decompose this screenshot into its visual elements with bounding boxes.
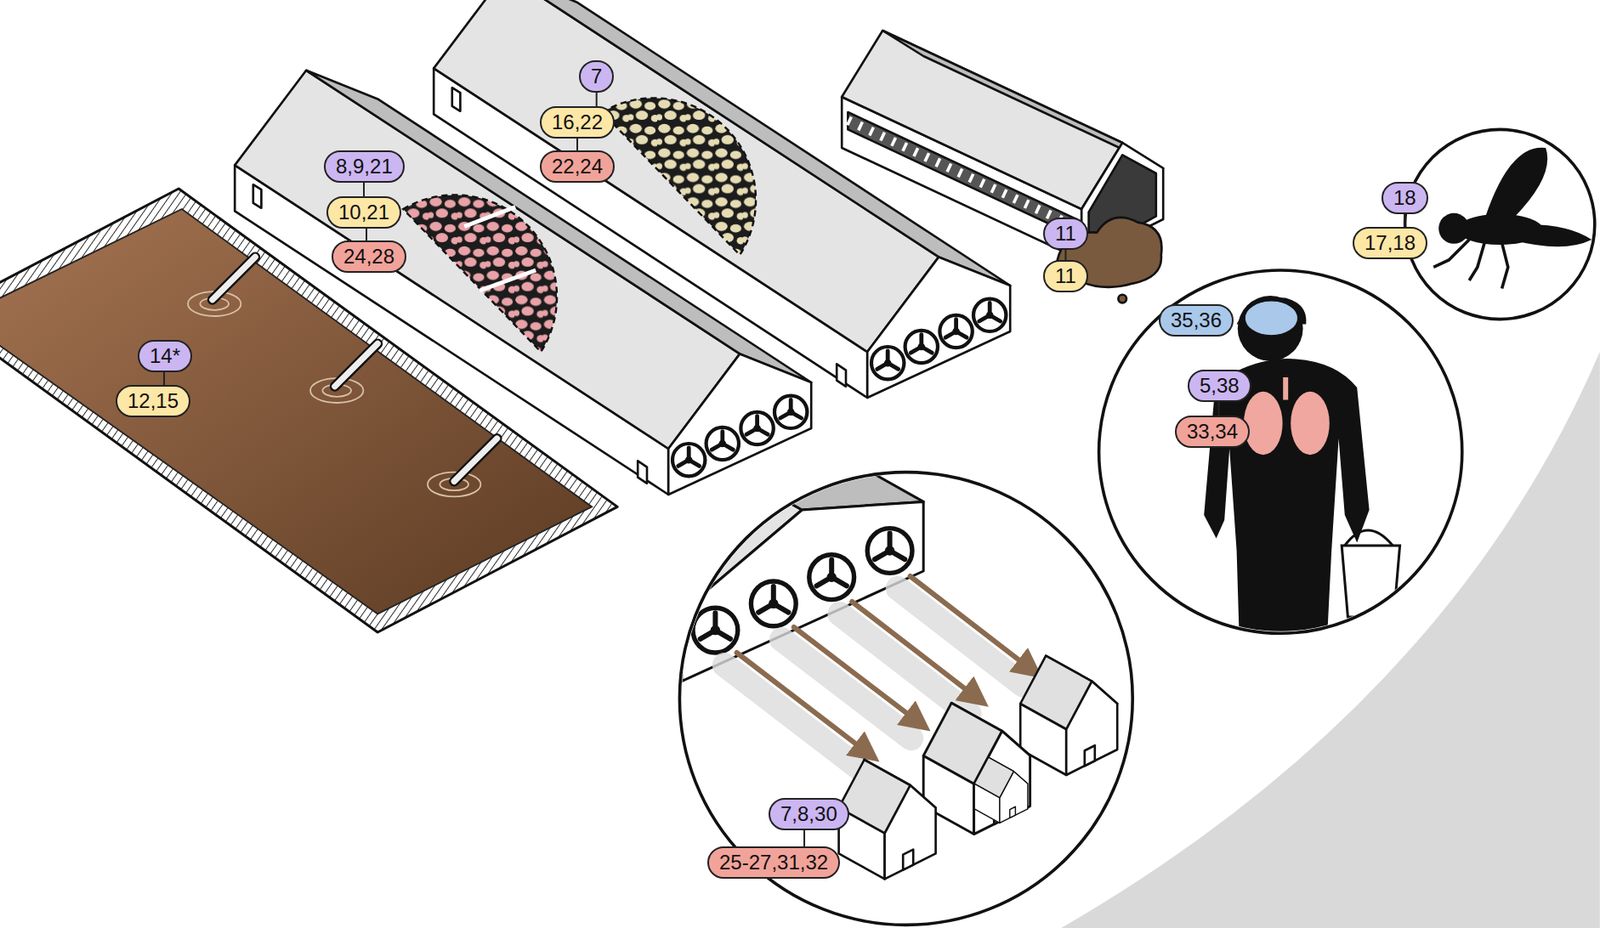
callout-badge: 33,34 (1174, 415, 1250, 449)
callout-number: 24,28 (343, 244, 395, 268)
callout-badge: 5,38 (1187, 369, 1252, 403)
leader-line (1064, 249, 1067, 261)
callout-number: 16,22 (551, 110, 603, 134)
leader-line (576, 138, 579, 151)
callout-number: 12,15 (127, 389, 179, 413)
leader-line (1218, 402, 1220, 416)
callout-number: 5,38 (1199, 374, 1240, 398)
callout-badge: 11 (1043, 260, 1089, 293)
callout-number: 7 (590, 64, 602, 88)
leader-line (1403, 214, 1406, 227)
callout-badge: 22,24 (539, 150, 615, 183)
callout-number: 33,34 (1186, 419, 1238, 443)
callout-badge: 11 (1043, 217, 1089, 250)
leader-line (803, 830, 806, 847)
leader-line (365, 228, 368, 241)
callout-number: 7,8,30 (780, 802, 838, 826)
callout-badge: 18 (1381, 181, 1429, 215)
callout-badge: 10,21 (326, 196, 402, 229)
leader-line (595, 92, 598, 107)
callout-badge: 17,18 (1352, 226, 1428, 260)
callout-badge: 8,9,21 (323, 150, 405, 183)
callout-badge: 25-27,31,32 (707, 846, 840, 880)
leader-line (363, 182, 365, 197)
callout-badge: 14* (137, 340, 193, 373)
callout-badge: 12,15 (115, 385, 191, 418)
callout-number: 25-27,31,32 (719, 851, 829, 874)
callout-number: 11 (1055, 264, 1077, 288)
callout-badge: 7,8,30 (768, 798, 850, 831)
callout-badge: 16,22 (539, 106, 615, 139)
callout-number: 11 (1055, 221, 1077, 245)
leader-line (163, 372, 165, 386)
callout-number: 10,21 (338, 200, 390, 224)
callout-number: 22,24 (551, 154, 603, 178)
callout-number: 17,18 (1364, 231, 1416, 255)
callout-badge: 35,36 (1158, 304, 1234, 337)
callout-number: 35,36 (1170, 308, 1222, 332)
callout-number: 18 (1393, 186, 1417, 210)
callout-number: 8,9,21 (335, 154, 393, 178)
callout-badge: 24,28 (331, 240, 407, 273)
callout-number: 14* (149, 344, 181, 368)
callout-badge: 7 (578, 60, 614, 93)
